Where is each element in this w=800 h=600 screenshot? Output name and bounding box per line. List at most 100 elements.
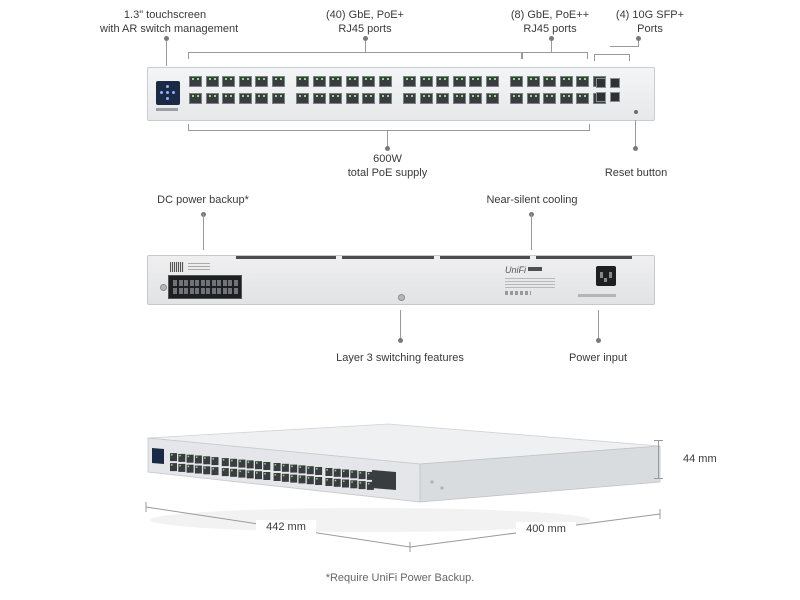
rj45-port[interactable]	[510, 93, 523, 104]
rj45-port[interactable]	[469, 76, 482, 87]
switch-back-panel: UniFi	[147, 255, 655, 305]
rj45-port[interactable]	[255, 76, 268, 87]
iso-rj45-port	[350, 480, 358, 489]
iso-rj45-port	[194, 455, 202, 464]
sfp-plus-port[interactable]	[610, 78, 620, 88]
rj45-port[interactable]	[296, 93, 309, 104]
width-dimension: 442 mm	[256, 520, 316, 534]
depth-dimension: 400 mm	[516, 522, 576, 536]
rj45-port[interactable]	[469, 93, 482, 104]
iso-rj45-port	[281, 463, 289, 472]
rj45-port[interactable]	[296, 76, 309, 87]
iso-rj45-port	[358, 481, 366, 490]
rj45-port[interactable]	[362, 93, 375, 104]
rj45-port[interactable]	[526, 93, 540, 104]
rj45-port[interactable]	[345, 93, 359, 104]
rj45-port[interactable]	[329, 76, 342, 87]
iso-rj45-port	[255, 461, 262, 470]
poe-supply-leader-line	[387, 130, 388, 148]
dc-power-backup-port[interactable]	[168, 275, 242, 299]
rj45-port[interactable]	[238, 76, 252, 87]
sfp-plus-port[interactable]	[596, 92, 606, 102]
rj45-port[interactable]	[312, 76, 326, 87]
iso-rj45-port	[186, 464, 194, 473]
rj45-port[interactable]	[436, 76, 449, 87]
dc-power-backup-leader-line	[203, 214, 204, 250]
rj45-port[interactable]	[222, 76, 235, 87]
rj45-port[interactable]	[205, 76, 219, 87]
iso-rj45-port	[178, 463, 186, 472]
rj45-port[interactable]	[255, 93, 268, 104]
rear-qr-label	[170, 262, 184, 272]
rj45-port[interactable]	[403, 93, 416, 104]
rj45-port[interactable]	[403, 76, 416, 87]
sfp-plus-leader-dot	[636, 36, 641, 41]
rj45-port[interactable]	[362, 76, 375, 87]
power-input-inlet[interactable]	[596, 266, 616, 286]
rj45-port[interactable]	[205, 93, 219, 104]
gbe-poe-plus-bracket	[188, 52, 522, 59]
rj45-port[interactable]	[452, 93, 466, 104]
sfp-plus-port[interactable]	[596, 78, 606, 88]
rear-model-badge	[528, 267, 542, 271]
rj45-port[interactable]	[189, 93, 202, 104]
reset-button[interactable]	[634, 110, 638, 114]
rj45-port[interactable]	[543, 93, 556, 104]
gbe-poe-plus-label-line1: (40) GbE, PoE+	[326, 9, 404, 21]
iso-rj45-port	[221, 458, 229, 467]
poe-supply-label-line1: 600W	[373, 153, 402, 165]
rj45-port[interactable]	[238, 93, 252, 104]
iso-rj45-port	[246, 470, 254, 479]
rj45-port[interactable]	[329, 93, 342, 104]
iso-rj45-port	[255, 471, 262, 480]
rear-cert-icons	[505, 291, 531, 295]
rj45-port[interactable]	[559, 76, 573, 87]
height-dimension: 44 mm	[683, 453, 717, 465]
iso-rj45-port	[366, 481, 374, 490]
rj45-port[interactable]	[543, 76, 556, 87]
gbe-poe-plusplus-label-line2: RJ45 ports	[523, 23, 577, 35]
rj45-port[interactable]	[510, 76, 523, 87]
sfp-plus-leader-line-h	[610, 46, 639, 47]
height-dim-cap-bottom	[654, 478, 663, 479]
rj45-port[interactable]	[378, 93, 392, 104]
iso-rj45-port	[306, 466, 314, 475]
iso-rj45-port	[221, 468, 229, 477]
footnote: *Require UniFi Power Backup.	[325, 572, 475, 584]
iso-rj45-port	[246, 460, 254, 469]
rj45-port[interactable]	[189, 76, 202, 87]
rj45-port[interactable]	[559, 93, 573, 104]
rj45-port[interactable]	[222, 93, 235, 104]
poe-supply-label-line2: total PoE supply	[347, 167, 428, 179]
iso-rj45-port	[325, 478, 333, 486]
rj45-port[interactable]	[345, 76, 359, 87]
rj45-port[interactable]	[419, 93, 433, 104]
iso-rj45-port	[358, 471, 366, 480]
rj45-port[interactable]	[378, 76, 392, 87]
iso-rj45-port	[290, 464, 298, 473]
rj45-port[interactable]	[419, 76, 433, 87]
rj45-port[interactable]	[485, 93, 499, 104]
rj45-port[interactable]	[526, 76, 540, 87]
rj45-port[interactable]	[485, 76, 499, 87]
rj45-port[interactable]	[576, 76, 589, 87]
iso-rj45-port	[170, 453, 177, 462]
iso-rj45-port	[273, 473, 281, 481]
rj45-port[interactable]	[271, 76, 285, 87]
gbe-poe-plus-leader-line	[365, 38, 366, 52]
rj45-port[interactable]	[452, 76, 466, 87]
iso-rj45-port	[263, 462, 271, 470]
touchscreen-display[interactable]	[156, 81, 180, 105]
gbe-poe-plusplus-leader-dot	[549, 36, 554, 41]
sfp-plus-port[interactable]	[610, 92, 620, 102]
rj45-port[interactable]	[312, 93, 326, 104]
iso-rj45-port	[366, 471, 374, 480]
iso-rj45-port	[273, 463, 281, 471]
rj45-port[interactable]	[271, 93, 285, 104]
iso-rj45-port	[230, 458, 238, 467]
iso-rj45-port	[230, 468, 238, 477]
rj45-port[interactable]	[436, 93, 449, 104]
gbe-poe-plus-leader-dot	[363, 36, 368, 41]
rj45-port[interactable]	[576, 93, 589, 104]
iso-rj45-port	[333, 478, 341, 487]
